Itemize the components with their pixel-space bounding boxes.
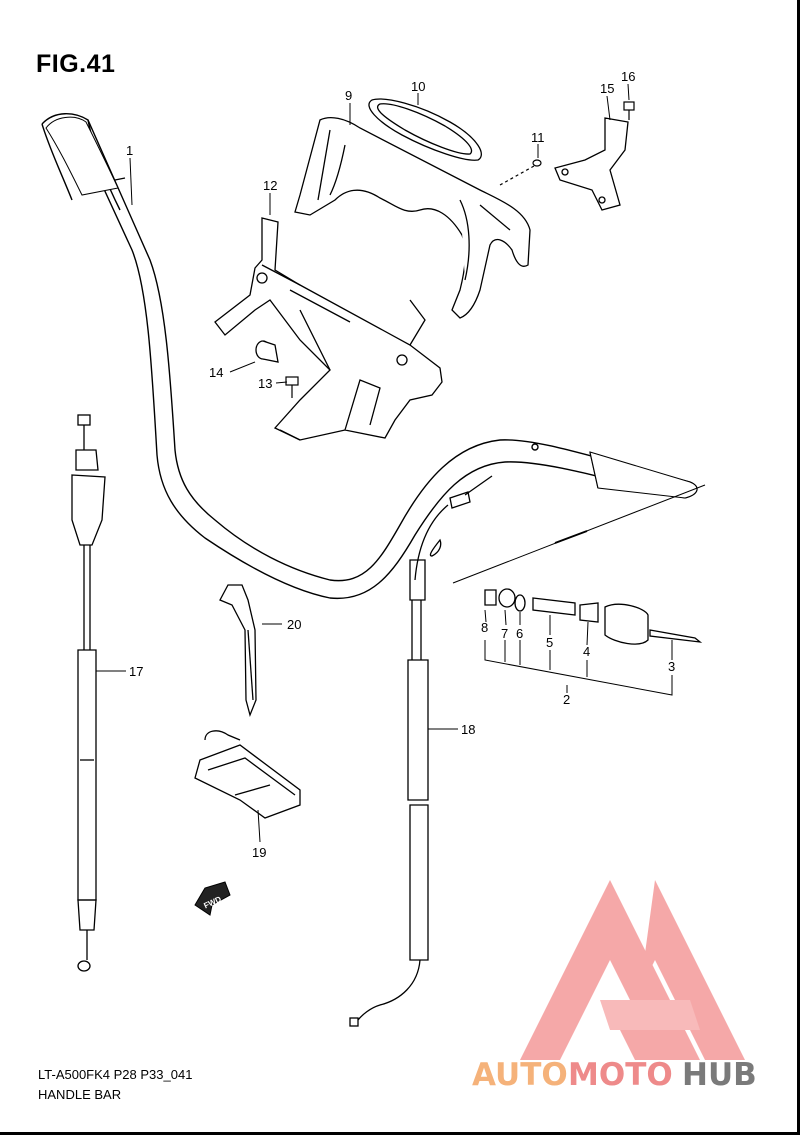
section-name: HANDLE BAR [38, 1087, 122, 1102]
callout-17: 17 [129, 664, 143, 679]
callout-7: 7 [501, 626, 508, 641]
callout-12: 12 [263, 178, 277, 193]
handlebar-cover [294, 117, 531, 319]
cover-gasket [368, 98, 482, 161]
meter-bracket [554, 117, 629, 211]
callout-13: 13 [258, 376, 272, 391]
cable-clamp [194, 730, 301, 819]
leader-lines [96, 83, 673, 843]
callout-11: 11 [531, 130, 545, 145]
cover-screw [499, 159, 542, 186]
watermark-text-auto: AUTO [472, 1057, 568, 1093]
callout-2: 2 [563, 692, 570, 707]
callout-15: 15 [600, 81, 614, 96]
throttle-cable-17 [71, 414, 106, 972]
figure-title: FIG.41 [36, 50, 116, 78]
fwd-arrow: FWD [194, 881, 231, 916]
callout-9: 9 [345, 88, 352, 103]
callout-10: 10 [411, 79, 425, 94]
callout-1: 1 [126, 143, 133, 158]
left-grip [45, 116, 119, 196]
balancer-end-parts [484, 588, 703, 645]
callout-3: 3 [668, 659, 675, 674]
callout-labels: 1 2 3 4 5 6 7 8 9 10 11 12 13 14 15 16 1… [126, 69, 675, 860]
callout-19: 19 [252, 845, 266, 860]
bracket-bolt [285, 376, 299, 398]
callout-4: 4 [583, 644, 590, 659]
watermark-logo [520, 880, 745, 1060]
meter-bracket-bolt [623, 101, 635, 120]
callout-18: 18 [461, 722, 475, 737]
model-code: LT-A500FK4 P28 P33_041 [38, 1067, 193, 1082]
mount-bracket [214, 217, 443, 441]
callout-20: 20 [287, 617, 301, 632]
callout-5: 5 [546, 635, 553, 650]
callout-16: 16 [621, 69, 635, 84]
cable-tie [219, 584, 257, 718]
right-grip [589, 451, 698, 499]
watermark-text-hub: HUB [682, 1057, 757, 1093]
bracket-collar [255, 340, 279, 363]
callout-8: 8 [481, 620, 488, 635]
callout-14: 14 [209, 365, 223, 380]
callout-6: 6 [516, 626, 523, 641]
brake-cable-18 [349, 475, 493, 1027]
watermark-text-moto: MOTO [568, 1057, 673, 1093]
